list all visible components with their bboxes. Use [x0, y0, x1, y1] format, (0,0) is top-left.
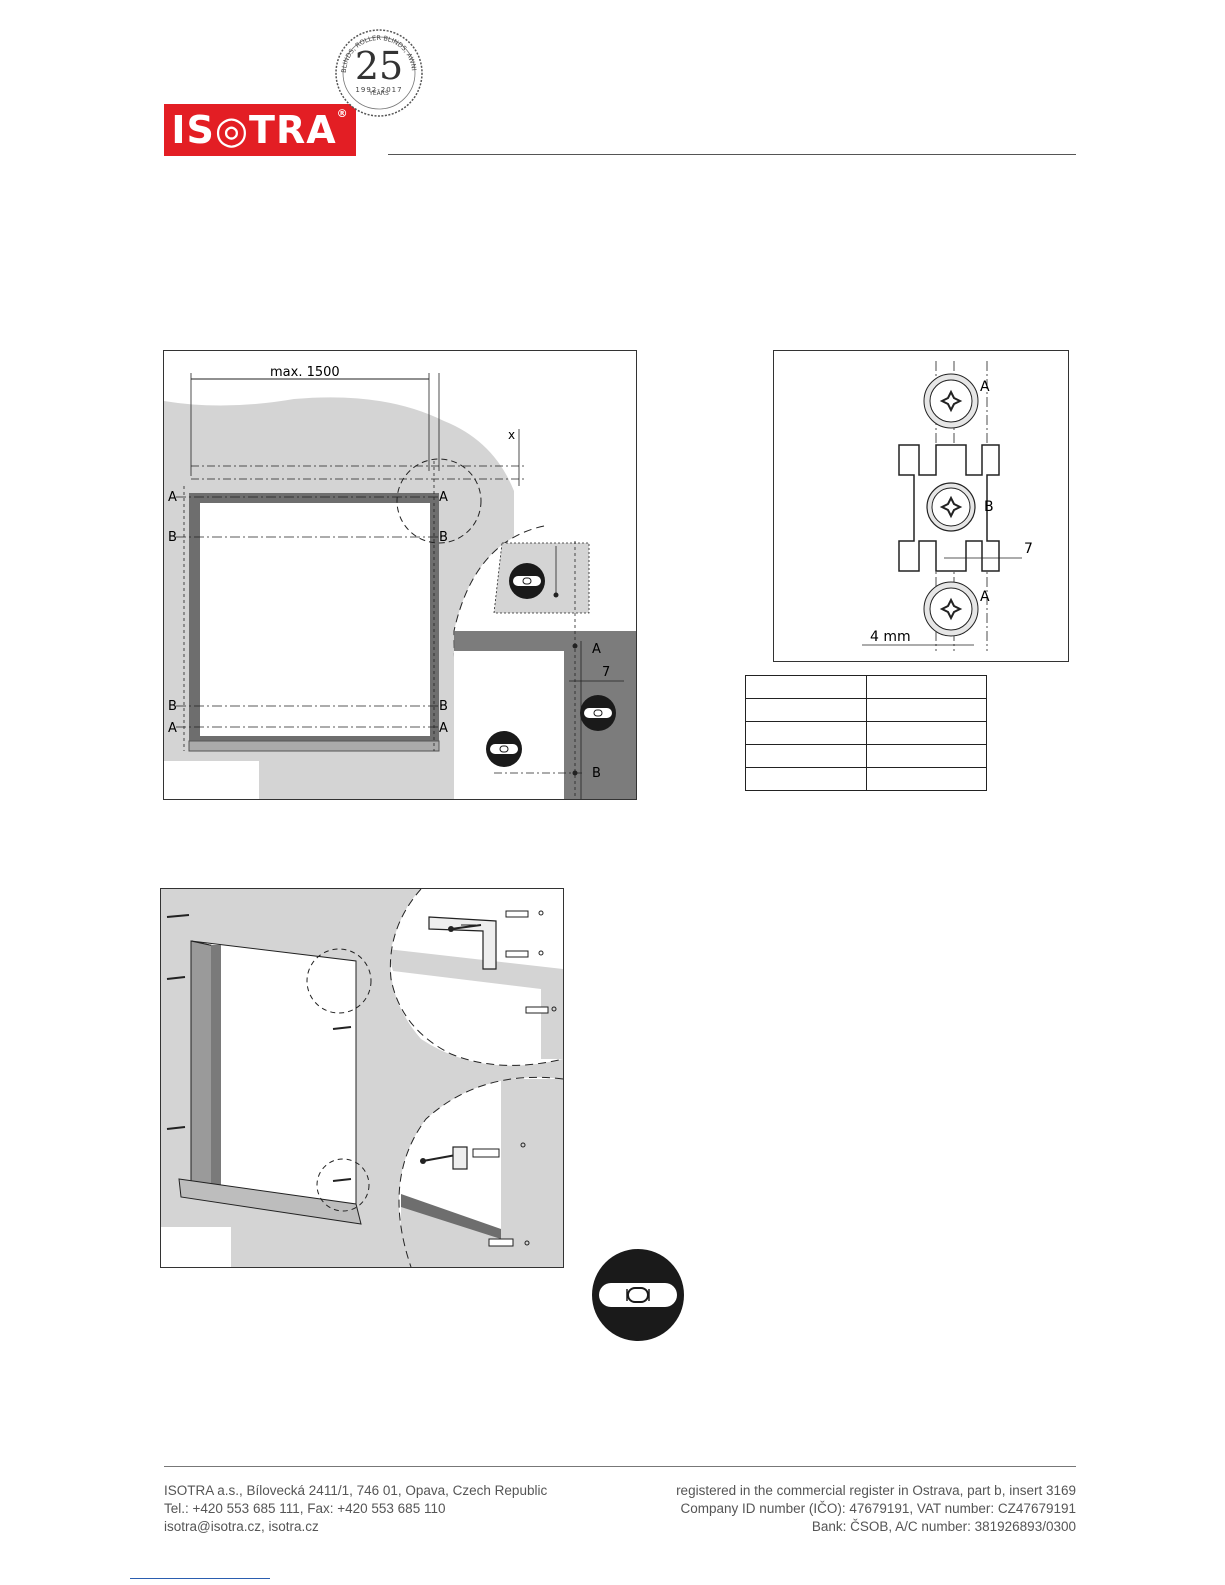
logo-wordmark: IS◎TRA: [171, 108, 337, 152]
bracket-icon: [452, 1146, 468, 1170]
spirit-level-icon: [580, 695, 616, 731]
footer-company-id: Company ID number (IČO): 47679191, VAT n…: [680, 1501, 1076, 1516]
dowel-icon: [505, 950, 544, 958]
dowel-icon: [488, 1238, 530, 1247]
dim-4mm-label: 4 mm: [870, 629, 911, 645]
spirit-level-icon: [509, 563, 545, 599]
label-b-bottom-left: B: [168, 699, 177, 714]
footer-address: ISOTRA a.s., Bílovecká 2411/1, 746 01, O…: [164, 1483, 548, 1498]
label-b-bottom-right: B: [439, 699, 448, 714]
dim-7-label: 7: [1024, 541, 1033, 557]
table-row: [745, 721, 987, 745]
table-row: [745, 675, 987, 699]
header-rule: [388, 154, 1076, 155]
screw-icon: [923, 373, 979, 429]
label-a-bottom-right: A: [439, 721, 448, 736]
registered-mark: ®: [336, 107, 349, 120]
page-link-underline[interactable]: [130, 1578, 270, 1579]
detail-label-b: B: [592, 766, 601, 781]
dowel-icon: [525, 1006, 557, 1014]
screw-icon: [448, 924, 482, 932]
installation-layout-diagram: max. 1500 x A B B A A B B A A 7: [163, 350, 637, 800]
dim-x-label: x: [508, 428, 515, 442]
footer-contact: ISOTRA a.s., Bílovecká 2411/1, 746 01, O…: [164, 1482, 604, 1536]
mounting-perspective-diagram: [160, 888, 564, 1268]
spec-table: [745, 675, 987, 791]
screw-icon: [923, 581, 979, 637]
label-b-top-right: B: [439, 530, 448, 545]
dowel-icon: [472, 1142, 526, 1158]
spirit-level-icon: [592, 1249, 684, 1341]
detail-dim-7: 7: [602, 665, 610, 680]
bracket-detail-diagram: A B 7 A 4 mm: [773, 350, 1069, 662]
screw-icon: [926, 482, 976, 532]
label-a-bottom-left: A: [168, 721, 177, 736]
screw-icon: [420, 1154, 457, 1164]
spirit-level-icon: [486, 731, 522, 767]
detail-label-a: A: [592, 642, 601, 657]
isotra-logo-text: IS◎TRA®: [164, 104, 356, 156]
footer-phone: Tel.: +420 553 685 111, Fax: +420 553 68…: [164, 1501, 446, 1516]
seal-caption: YEARS: [368, 90, 389, 97]
footer-bank: Bank: ČSOB, A/C number: 381926893/0300: [811, 1519, 1076, 1534]
seal-years: 1992-2017: [355, 86, 403, 94]
label-b: B: [984, 499, 994, 515]
footer-registration: registered in the commercial register in…: [600, 1482, 1076, 1536]
anniversary-seal-icon: BLINDS, ROLLER BLINDS, AWNINGS YEARS: [334, 28, 423, 117]
dim-max-label: max. 1500: [270, 365, 340, 380]
dowel-icon: [505, 910, 544, 918]
seal-number: 25: [354, 44, 404, 88]
footer-rule: [164, 1466, 1076, 1467]
label-b-top-left: B: [168, 530, 177, 545]
table-row: [745, 767, 987, 791]
table-row: [745, 744, 987, 768]
footer-register: registered in the commercial register in…: [676, 1483, 1076, 1498]
footer-web: isotra@isotra.cz, isotra.cz: [164, 1519, 319, 1534]
label-a-top-left: A: [168, 490, 177, 505]
label-a-top-right: A: [439, 490, 448, 505]
table-row: [745, 698, 987, 722]
label-a-top: A: [980, 379, 990, 395]
label-a-bottom: A: [980, 589, 990, 605]
isotra-logo: [164, 104, 356, 156]
